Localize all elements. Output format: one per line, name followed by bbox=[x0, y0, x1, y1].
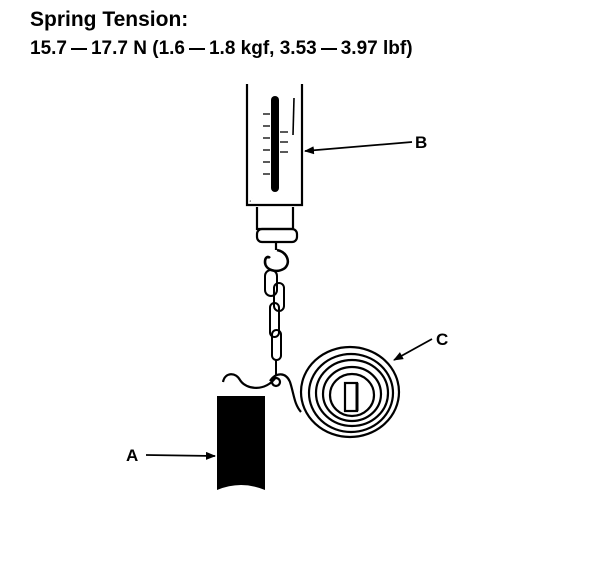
scale-slot bbox=[271, 96, 279, 192]
callout-b-label: B bbox=[415, 133, 427, 152]
chain-links bbox=[264, 269, 285, 376]
spring-hook-end bbox=[221, 373, 277, 389]
scale-slot-edge bbox=[292, 97, 295, 136]
shaft-body bbox=[217, 396, 265, 490]
range-dash bbox=[188, 47, 205, 50]
scale-bottom-sleeve bbox=[255, 207, 295, 231]
spring-coil-outer bbox=[299, 345, 401, 439]
spring-arm bbox=[221, 373, 302, 413]
leader-c-arrow bbox=[393, 338, 433, 361]
chain-link bbox=[264, 269, 278, 297]
spec-kgf-max: 1.8 kgf, 3.53 bbox=[208, 38, 317, 59]
scale-hook bbox=[263, 248, 290, 273]
spec-title: Spring Tension: bbox=[30, 8, 189, 31]
chain-link bbox=[271, 329, 282, 361]
range-dash bbox=[320, 47, 337, 50]
spring-coil-inner bbox=[328, 372, 376, 418]
spec-lbf-max: 3.97 lbf) bbox=[340, 38, 413, 59]
callout-c-label: C bbox=[436, 330, 448, 349]
spring-coil bbox=[307, 352, 395, 434]
range-dash bbox=[70, 47, 87, 50]
chain-link bbox=[269, 302, 280, 338]
scale-end-cap bbox=[255, 227, 299, 244]
spec-values: 15.7 17.7 N (1.6 1.8 kgf, 3.53 3.97 lbf) bbox=[30, 38, 413, 60]
leader-a-arrow bbox=[145, 451, 216, 460]
spring-arbor bbox=[343, 381, 359, 413]
spec-newton-max: 17.7 N (1.6 bbox=[90, 38, 185, 59]
spring-coil bbox=[314, 358, 390, 428]
clock-spring bbox=[299, 345, 401, 439]
shaft bbox=[217, 396, 265, 490]
scale-graduations bbox=[263, 113, 288, 175]
spring-scale bbox=[245, 84, 304, 273]
spring-coil bbox=[321, 365, 383, 423]
spring-arm-left bbox=[269, 373, 302, 413]
callout-a-label: A bbox=[126, 446, 138, 465]
callout-leaders bbox=[145, 141, 433, 460]
leader-b-arrow bbox=[304, 141, 413, 155]
scale-barrel bbox=[245, 84, 304, 207]
spec-newton-min: 15.7 bbox=[30, 38, 67, 59]
hook-eye bbox=[270, 376, 282, 388]
scale-shading bbox=[247, 197, 253, 206]
